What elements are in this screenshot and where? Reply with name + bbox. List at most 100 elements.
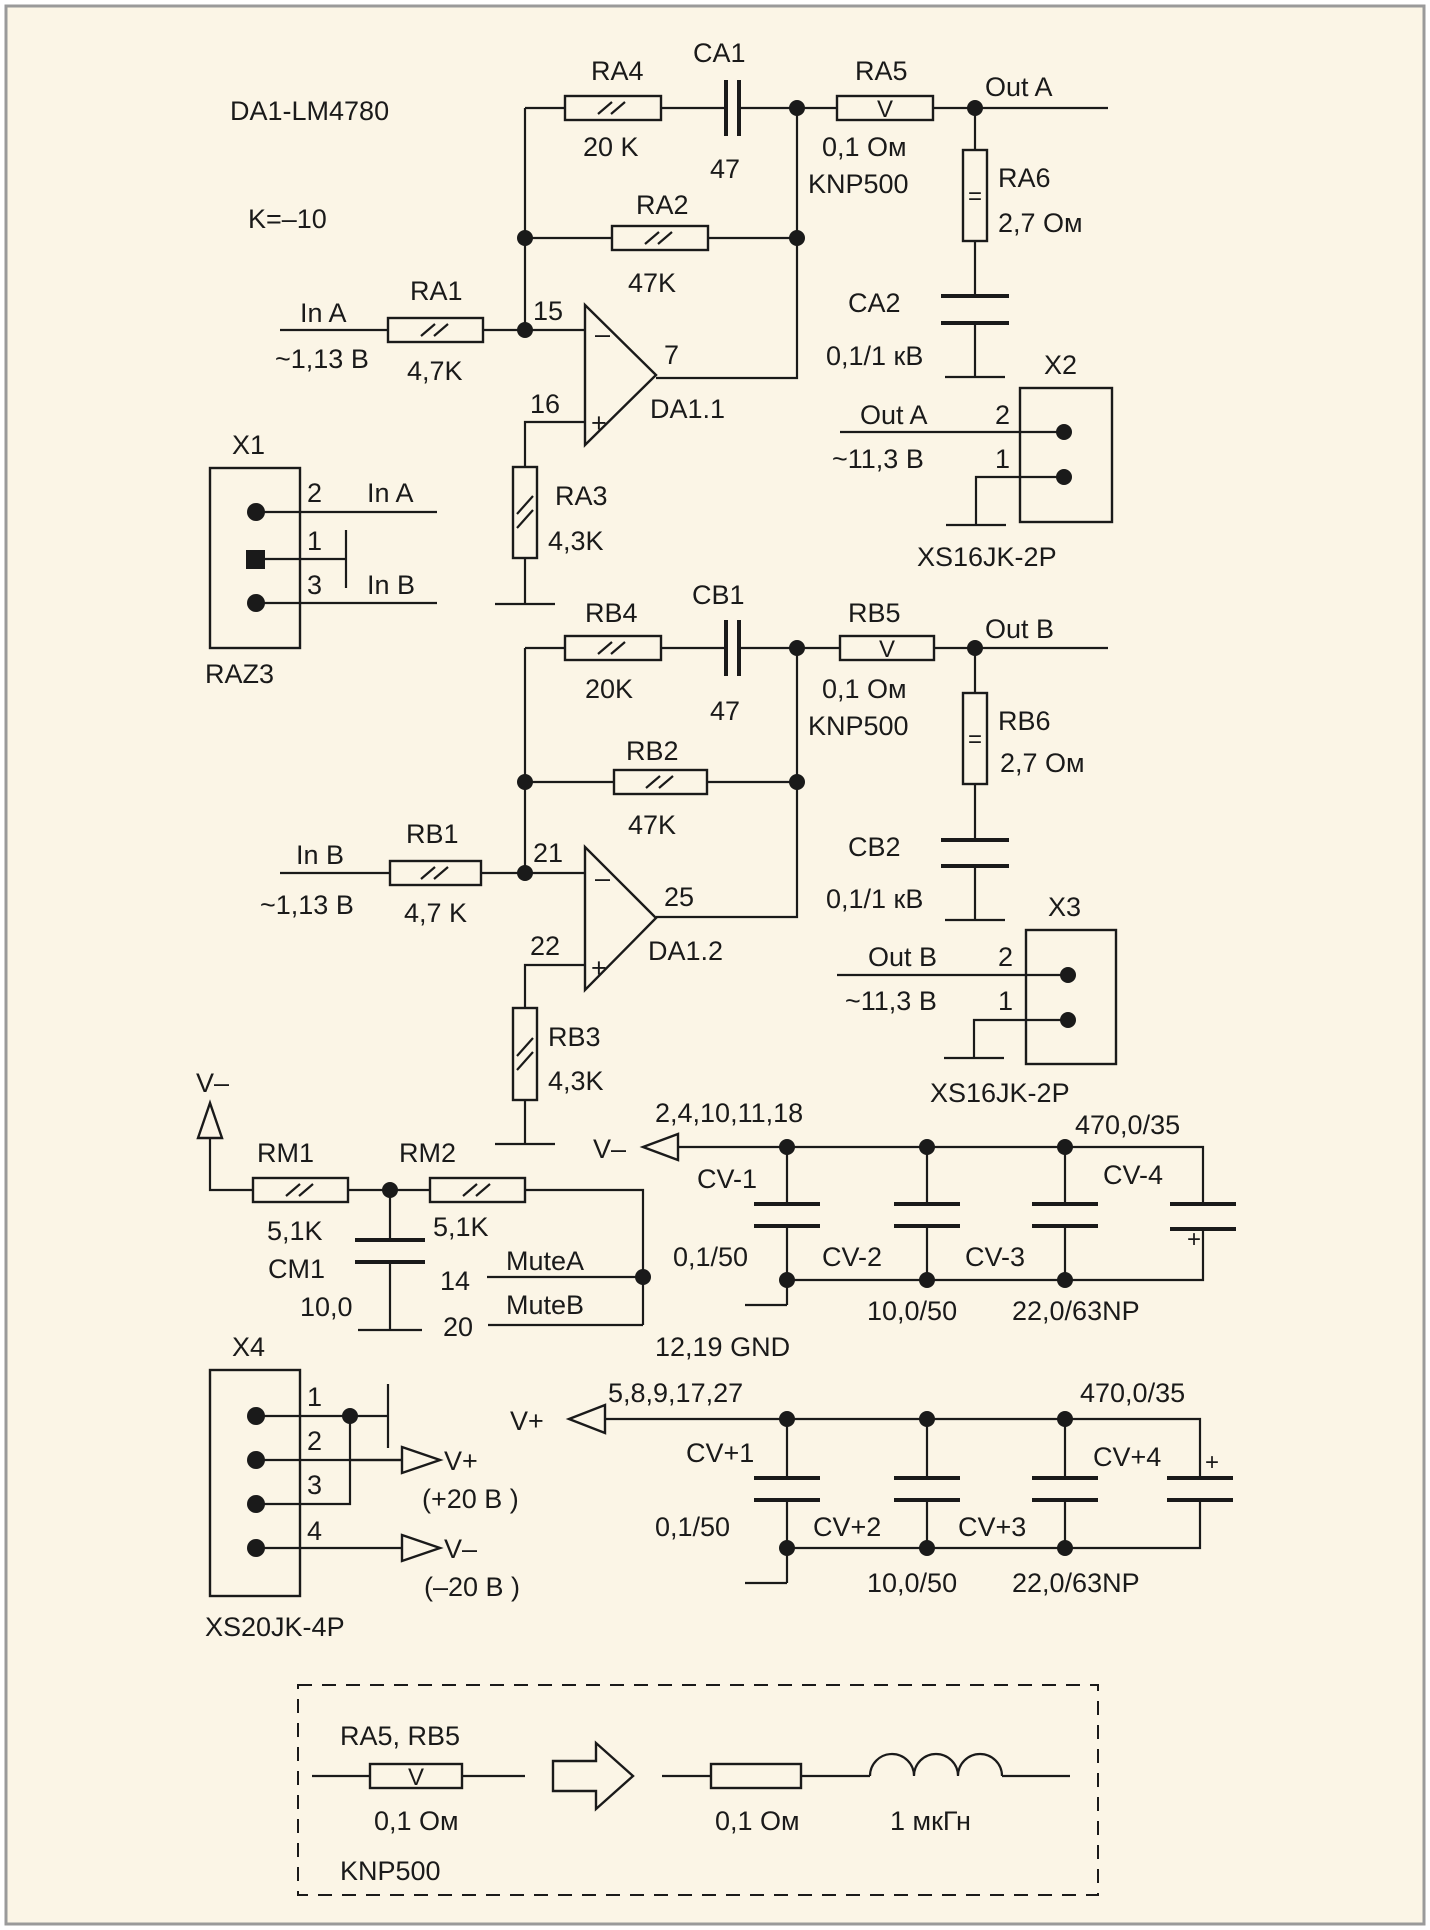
x3-signal: Out B bbox=[868, 942, 937, 972]
junction bbox=[382, 1182, 398, 1198]
cv-pos-4-label: CV+4 bbox=[1093, 1442, 1161, 1472]
x2-ref: X2 bbox=[1044, 350, 1077, 380]
x1-signal-in-a: In A bbox=[367, 478, 414, 508]
cv-neg-4-label: CV-4 bbox=[1103, 1160, 1163, 1190]
wire-a-feedback bbox=[656, 108, 799, 380]
cv-neg-4-plus: + bbox=[1187, 1226, 1201, 1253]
rb6-mark: = bbox=[968, 726, 982, 753]
capacitor-CB1 bbox=[720, 620, 745, 676]
junction bbox=[919, 1139, 935, 1155]
rm2-ref: RM2 bbox=[399, 1138, 456, 1168]
ra4-ref: RA4 bbox=[591, 56, 644, 86]
rb1-ref: RB1 bbox=[406, 819, 459, 849]
gain-label: K=–10 bbox=[248, 204, 327, 234]
cb2-ref: CB2 bbox=[848, 832, 901, 862]
junction bbox=[919, 1540, 935, 1556]
x1-pin-2: 2 bbox=[307, 478, 322, 508]
in-a-level: ~1,13 В bbox=[275, 344, 369, 374]
resistor-RA1 bbox=[386, 316, 485, 344]
rb4-value: 20K bbox=[585, 674, 633, 704]
resistor-RB3 bbox=[511, 1006, 539, 1102]
ra5-value: 0,1 Ом bbox=[822, 132, 907, 162]
ra4-value: 20 K bbox=[583, 132, 639, 162]
x4-pin-3: 3 bbox=[307, 1470, 322, 1500]
cv-pos-4-plus: + bbox=[1205, 1449, 1219, 1476]
rb2-ref: RB2 bbox=[626, 736, 679, 766]
cv-neg-1-value: 0,1/50 bbox=[673, 1242, 748, 1272]
junction bbox=[517, 322, 533, 338]
ca1-ref: CA1 bbox=[693, 38, 746, 68]
inset-resistor-knp bbox=[368, 1762, 464, 1790]
opamp-b-minus: – bbox=[595, 863, 610, 893]
resistor-RB6: = bbox=[961, 691, 989, 786]
ca1-value: 47 bbox=[710, 154, 740, 184]
rb2-value: 47K bbox=[628, 810, 676, 840]
junction bbox=[779, 1139, 795, 1155]
rb6-ref: RB6 bbox=[998, 706, 1051, 736]
x4-pin-2: 2 bbox=[307, 1426, 322, 1456]
cm1-value: 10,0 bbox=[300, 1292, 353, 1322]
resistor-RM2 bbox=[428, 1176, 527, 1204]
resistor-RB4 bbox=[563, 634, 663, 662]
connector-X2: X2 Out A ~11,3 В 2 1 XS16JK-2P bbox=[832, 350, 1114, 572]
connector-X4: X4 1 2 3 4 V+ (+20 В ) V– (–20 В ) XS20J… bbox=[205, 1332, 520, 1642]
junction bbox=[1057, 1540, 1073, 1556]
mute-a-label: MuteA bbox=[506, 1246, 584, 1276]
x2-signal: Out A bbox=[860, 400, 928, 430]
x1-type: RAZ3 bbox=[205, 659, 274, 689]
resistor-RB5: V bbox=[838, 634, 936, 663]
x3-pin-2: 2 bbox=[998, 942, 1013, 972]
x3-pin-1: 1 bbox=[998, 986, 1013, 1016]
pin-25: 25 bbox=[664, 882, 694, 912]
resistor-RB2 bbox=[612, 768, 709, 796]
cv-neg-3-value: 22,0/63NP bbox=[1012, 1296, 1140, 1326]
opamp-DA1.2: – + bbox=[583, 844, 658, 993]
in-a-label: In A bbox=[300, 298, 347, 328]
rb3-ref: RB3 bbox=[548, 1022, 601, 1052]
inset-arrow bbox=[551, 1740, 635, 1812]
inset-type: KNP500 bbox=[340, 1856, 441, 1886]
ra1-value: 4,7K bbox=[407, 356, 463, 386]
channel-a: V = – + RA4 bbox=[275, 38, 1108, 606]
out-b-label: Out B bbox=[985, 614, 1054, 644]
cv-pos-4-value: 470,0/35 bbox=[1080, 1378, 1185, 1408]
x4-vpos-value: (+20 В ) bbox=[422, 1484, 519, 1514]
junction bbox=[779, 1540, 795, 1556]
junction bbox=[1057, 1411, 1073, 1427]
inset-value: 0,1 Ом bbox=[374, 1806, 459, 1836]
negative-supply: + V– 2,4,10,11,18 470,0/35 CV-1 CV-4 0,1… bbox=[593, 1098, 1236, 1362]
resistor-RA3 bbox=[511, 465, 539, 560]
rm2-value: 5,1K bbox=[433, 1212, 489, 1242]
junction bbox=[919, 1272, 935, 1288]
x4-vneg-label: V– bbox=[444, 1534, 477, 1564]
opamp-b-plus: + bbox=[591, 953, 607, 983]
in-b-label: In B bbox=[296, 840, 344, 870]
capacitor-CM1 bbox=[355, 1238, 425, 1332]
opamp-b-label: DA1.2 bbox=[648, 936, 723, 966]
ra6-mark: = bbox=[968, 183, 982, 210]
opamp-a-label: DA1.1 bbox=[650, 394, 725, 424]
cv-pos-1-value: 0,1/50 bbox=[655, 1512, 730, 1542]
capacitor-CA1 bbox=[720, 80, 745, 136]
cv-pos-2-value: 10,0/50 bbox=[867, 1568, 957, 1598]
rm1-value: 5,1K bbox=[267, 1216, 323, 1246]
resistor-RA2 bbox=[610, 224, 710, 252]
junction bbox=[517, 230, 533, 246]
pin-16: 16 bbox=[530, 389, 560, 419]
cv-neg-2-value: 10,0/50 bbox=[867, 1296, 957, 1326]
ra6-value: 2,7 Ом bbox=[998, 208, 1083, 238]
capacitor-CB2 bbox=[941, 838, 1009, 868]
gnd-pins: 12,19 GND bbox=[655, 1332, 790, 1362]
x3-type: XS16JK-2P bbox=[930, 1078, 1070, 1108]
mute-pin-14: 14 bbox=[440, 1266, 470, 1296]
opamp-DA1.1: – + bbox=[583, 302, 658, 448]
inset-inductor bbox=[868, 1752, 1004, 1777]
mute-network: V– RM1 5,1K RM2 5,1K CM1 10,0 14 20 Mute… bbox=[196, 1068, 651, 1342]
cv-pos-caps bbox=[754, 1476, 1098, 1502]
capacitor-CA2 bbox=[941, 294, 1009, 325]
positive-supply: + V+ 5,8,9,17,27 470,0/35 CV+1 CV+4 0,1/… bbox=[510, 1378, 1233, 1598]
cv-neg-4-value: 470,0/35 bbox=[1075, 1110, 1180, 1140]
wire-b-feedback bbox=[656, 648, 799, 919]
